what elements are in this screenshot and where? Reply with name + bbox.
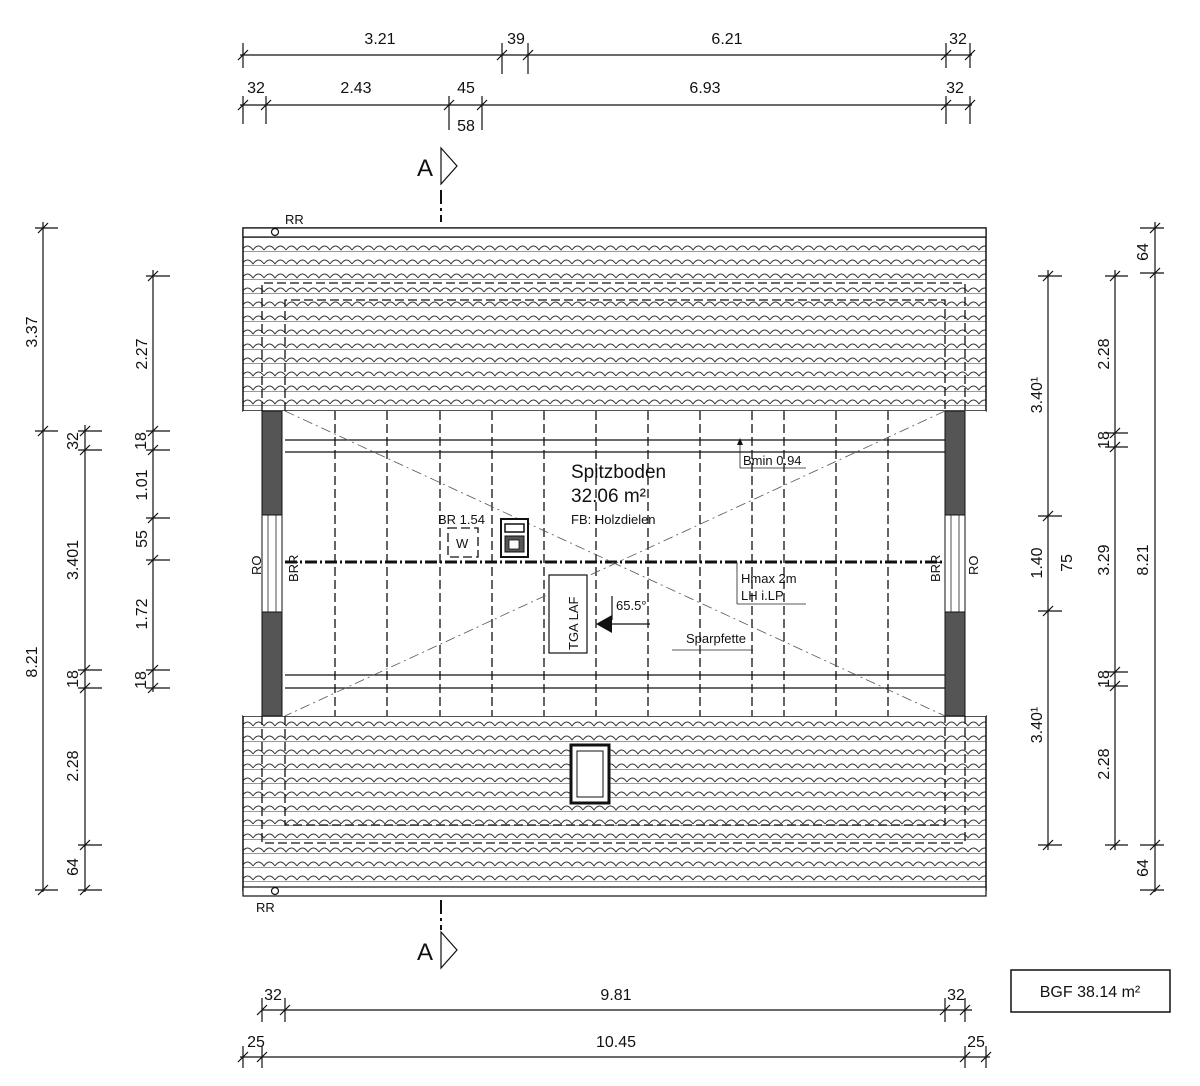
lh-label: LH i.LP. <box>741 588 786 603</box>
dim-top1-d: 32 <box>949 31 967 48</box>
dim-bottom1-c: 32 <box>947 987 965 1004</box>
tga-label: TGA LAF <box>566 596 581 650</box>
ro-right-label: RO <box>966 556 981 576</box>
dim-bottom2-b: 10.45 <box>596 1034 636 1051</box>
dim-left-inner-d: 55 <box>134 530 151 548</box>
dim-left-outer-a: 3.37 <box>24 316 41 347</box>
dim-top2-e: 32 <box>946 80 964 97</box>
dim-right-mid2-d: 18 <box>1096 670 1113 688</box>
attic-room: RO BRR BRR RO Spitzboden 32.06 m² FB: Ho… <box>243 410 986 717</box>
roof-window-icon <box>569 743 611 805</box>
dim-top2-b: 2.43 <box>340 80 371 97</box>
rr-top-label: RR <box>285 212 304 227</box>
dim-left-mid-c: 18 <box>65 670 82 688</box>
rain-pipe-bottom: RR <box>256 886 280 915</box>
roof-bottom-tiles <box>242 715 987 897</box>
dim-left-inner-c: 1.01 <box>134 469 151 500</box>
dim-left-mid-e: 64 <box>65 858 82 876</box>
bottom-dimensions: 32 9.81 32 25 10.45 25 <box>237 987 992 1068</box>
dim-right-mid-75: 75 <box>1059 554 1076 572</box>
dim-right-inner-a: 3.40¹ <box>1029 377 1046 413</box>
dim-top1-b: 39 <box>507 31 525 48</box>
dim-right-outer-c: 64 <box>1135 859 1152 877</box>
dim-right-inner-c: 3.40¹ <box>1029 707 1046 743</box>
roof-top-tiles <box>242 227 987 412</box>
brr-right-label: BRR <box>928 555 943 582</box>
top-dimensions: 3.21 39 6.21 32 32 2.43 45 6.93 32 58 <box>237 31 976 135</box>
bgf-box: BGF 38.14 m² <box>1010 969 1171 1013</box>
section-marker-top: A <box>417 146 458 222</box>
dim-bottom1-b: 9.81 <box>600 987 631 1004</box>
section-label-bottom: A <box>417 939 433 966</box>
dim-top2-c: 45 <box>457 80 475 97</box>
section-marker-bottom: A <box>417 900 458 970</box>
dim-left-mid-a: 32 <box>65 432 82 450</box>
dim-top2-d: 6.93 <box>689 80 720 97</box>
bgf-value: BGF 38.14 m² <box>1040 984 1141 1001</box>
angle-label: 65.5° <box>616 598 647 613</box>
dim-bottom1-a: 32 <box>264 987 282 1004</box>
left-dimensions: 3.37 8.21 32 3.401 18 2.28 64 2.27 <box>24 222 170 896</box>
dim-right-mid2-e: 2.28 <box>1096 748 1113 779</box>
hmax-label: Hmax 2m <box>741 571 797 586</box>
floor-covering: FB: Holzdielen <box>571 512 656 527</box>
dim-left-inner-e: 1.72 <box>134 598 151 629</box>
dim-right-mid2-a: 2.28 <box>1096 338 1113 369</box>
dim-right-outer-b: 8.21 <box>1135 544 1152 575</box>
dim-bottom2-a: 25 <box>247 1034 265 1051</box>
dim-right-inner-b: 1.40 <box>1029 547 1046 578</box>
dim-left-outer-b: 8.21 <box>24 646 41 677</box>
brr-left-label: BRR <box>286 555 301 582</box>
dim-top2-a: 32 <box>247 80 265 97</box>
bmin-label: Bmin 0.94 <box>743 453 802 468</box>
dim-left-mid-b: 3.401 <box>65 540 82 580</box>
right-dimensions: 3.40¹ 1.40 3.40¹ 75 2.28 18 3.29 18 2.28… <box>1029 222 1164 896</box>
room-name: Spitzboden <box>571 462 666 483</box>
dim-left-inner-a: 2.27 <box>134 338 151 369</box>
slope-arrow-icon <box>596 596 650 633</box>
dim-top1-a: 3.21 <box>364 31 395 48</box>
rr-bottom-label: RR <box>256 900 275 915</box>
dim-right-outer-a: 64 <box>1135 243 1152 261</box>
dim-bottom2-c: 25 <box>967 1034 985 1051</box>
w-label: W <box>456 536 469 551</box>
dim-left-mid-d: 2.28 <box>65 750 82 781</box>
dim-left-inner-f: 18 <box>133 671 150 689</box>
dim-right-mid2-c: 3.29 <box>1096 544 1113 575</box>
ro-left-label: RO <box>249 556 264 576</box>
sparpfette-label: Sparpfette <box>686 631 746 646</box>
room-area: 32.06 m² <box>571 486 646 507</box>
br-label: BR 1.54 <box>438 512 485 527</box>
dim-top2-below: 58 <box>457 118 475 135</box>
dim-top1-c: 6.21 <box>711 31 742 48</box>
chimney-icon <box>500 518 529 558</box>
dim-left-inner-b: 18 <box>133 432 150 450</box>
section-label-top: A <box>417 155 433 182</box>
dim-right-mid2-b: 18 <box>1096 431 1113 449</box>
rain-pipe-top: RR <box>270 212 304 237</box>
